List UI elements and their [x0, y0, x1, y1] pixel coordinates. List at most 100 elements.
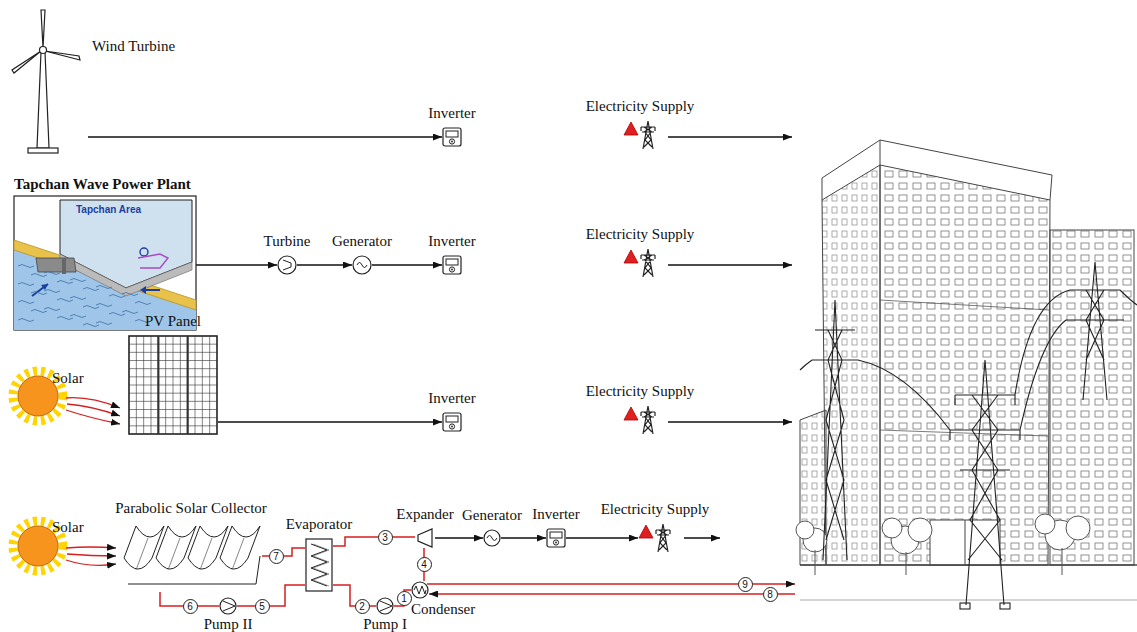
- wave-plant-drawing-part: [31, 274, 47, 277]
- wave-plant-drawing-part: [70, 297, 86, 300]
- solar-collector-drawing-part: [220, 558, 248, 569]
- supply-symbol: Electricity Supply: [638, 523, 672, 553]
- solar-collector-drawing-part: [232, 538, 244, 570]
- pv-panel-drawing-part: [129, 417, 217, 418]
- solar-collector-drawing-part: [156, 558, 184, 569]
- inverter-symbol-drawing: [442, 412, 462, 432]
- wave-plant-drawing-part: [135, 302, 151, 305]
- solar-collector-drawing-part: [128, 556, 260, 584]
- wave-plant-drawing-part: [60, 254, 192, 296]
- pv-panel-drawing-part: [129, 401, 217, 402]
- building-sketch-part-part: [815, 550, 816, 575]
- inverter-symbol-drawing: [442, 127, 462, 147]
- solar-collector-drawing-part: [136, 538, 148, 570]
- inverter-symbol-drawing-part: [449, 139, 454, 144]
- solar-collector-drawing-part: [136, 526, 164, 537]
- generator-symbol-drawing-part: [484, 530, 500, 546]
- building-sketch-part-part: [906, 552, 907, 575]
- supply-arrow-part: [668, 421, 792, 423]
- flow-arrow: [435, 537, 483, 539]
- inverter-symbol-drawing-part: [443, 413, 461, 431]
- sun-rays-part: [66, 410, 120, 424]
- sun-symbol: [13, 371, 63, 571]
- pipe-line: [394, 590, 411, 606]
- wave-plant-drawing-part: [122, 311, 138, 314]
- sun-rays-part: [66, 398, 120, 408]
- pipe-line: [333, 537, 415, 546]
- evaporator-symbol-drawing-part: [313, 544, 329, 586]
- supply-arrow-part: [668, 264, 792, 266]
- component-label: Electricity Supply: [586, 383, 695, 400]
- pv-panel-drawing-part: [129, 360, 217, 361]
- supply-symbol-drawing-part: [656, 524, 670, 552]
- turbine-symbol-drawing: [277, 255, 297, 275]
- wave-plant-drawing-part: [96, 322, 112, 325]
- solar-collector: Parabolic Solar Collector: [120, 522, 262, 592]
- callout-number: 4: [417, 557, 432, 572]
- component-label: Generator: [462, 507, 522, 524]
- pv-panel: PV Panel: [128, 335, 218, 435]
- building-sketch-part-part: [1066, 516, 1090, 540]
- building-sketch-part: [880, 165, 1050, 565]
- supply-symbol-drawing-part: [624, 250, 638, 263]
- inverter-symbol-drawing-part: [449, 424, 454, 429]
- inverter-symbol: Inverter: [546, 528, 566, 548]
- component-label: Inverter: [428, 390, 475, 407]
- wind-turbine-drawing-part: [45, 51, 80, 60]
- wave-plant-drawing-part: [57, 299, 73, 302]
- evaporator-symbol-drawing: [305, 538, 333, 592]
- solar-collector-drawing-part: [124, 558, 152, 569]
- pv-panel-drawing-part: [129, 425, 217, 426]
- building-sketch-part-part: [960, 603, 970, 609]
- component-label: Condenser: [411, 601, 475, 618]
- solar-collector-drawing-part: [232, 526, 260, 537]
- evaporator-symbol: Evaporator: [305, 538, 333, 592]
- inverter-symbol-drawing-part: [547, 529, 565, 547]
- callout-number: 1: [397, 591, 412, 606]
- building-sketch-part-part: [950, 360, 1020, 605]
- wave-plant-drawing-part: [18, 319, 34, 322]
- wave-plant-drawing-part: [57, 281, 73, 284]
- component-label: Inverter: [428, 233, 475, 250]
- inverter-symbol-drawing-part: [446, 131, 458, 137]
- supply-symbol: Electricity Supply: [623, 248, 657, 278]
- sun-rays-part: [67, 404, 120, 416]
- component-label: Tapchan Wave Power Plant: [14, 176, 191, 193]
- supply-symbol-drawing-part: [641, 121, 655, 149]
- callout-number: 6: [183, 599, 198, 614]
- flow-arrow: [196, 264, 277, 266]
- turbine-symbol: Turbine: [277, 255, 297, 275]
- wind-turbine-drawing-part: [40, 47, 47, 54]
- turbine-symbol-drawing-part: [283, 260, 291, 270]
- building-sketch-part: [880, 140, 881, 165]
- solar-collector-drawing-part: [188, 558, 216, 569]
- building-sketch-part: [1050, 230, 1134, 565]
- supply-arrow-part: [668, 136, 792, 138]
- building-sketch-part-part: [1000, 603, 1010, 609]
- solar-collector-drawing-part: [168, 526, 196, 537]
- pump-symbol: Pump II: [219, 597, 237, 615]
- pump-symbol: Pump I: [376, 597, 394, 615]
- solar-collector-drawing-part: [200, 538, 212, 570]
- pv-panel-drawing-part: [129, 376, 217, 377]
- inverter-symbol-drawing-part: [446, 259, 458, 265]
- wind-turbine-drawing-part: [28, 148, 58, 153]
- wave-plant-drawing-part: [138, 254, 168, 268]
- wave-plant-drawing-part: [140, 286, 146, 294]
- building-sketch-part: [822, 165, 880, 565]
- wave-plant-drawing-part: [14, 196, 196, 330]
- wind-turbine-drawing-part: [12, 51, 41, 73]
- supply-symbol-drawing: [623, 120, 657, 150]
- component-label: PV Panel: [145, 313, 201, 330]
- supply-symbol-drawing: [638, 523, 672, 553]
- solar-collector-drawing: [120, 522, 262, 592]
- wave-plant: Tapchan Wave Power PlantTapchan Area: [14, 196, 196, 330]
- component-label: Pump II: [204, 616, 253, 632]
- component-label: Pump I: [363, 616, 407, 632]
- supply-symbol-drawing: [623, 405, 657, 435]
- inverter-symbol-drawing: [442, 255, 462, 275]
- wave-plant-drawing-part: [36, 258, 76, 272]
- wave-plant-drawing-part: [31, 292, 47, 295]
- solar-collector-drawing-part: [168, 538, 180, 570]
- building-sketch-part: [796, 514, 1090, 575]
